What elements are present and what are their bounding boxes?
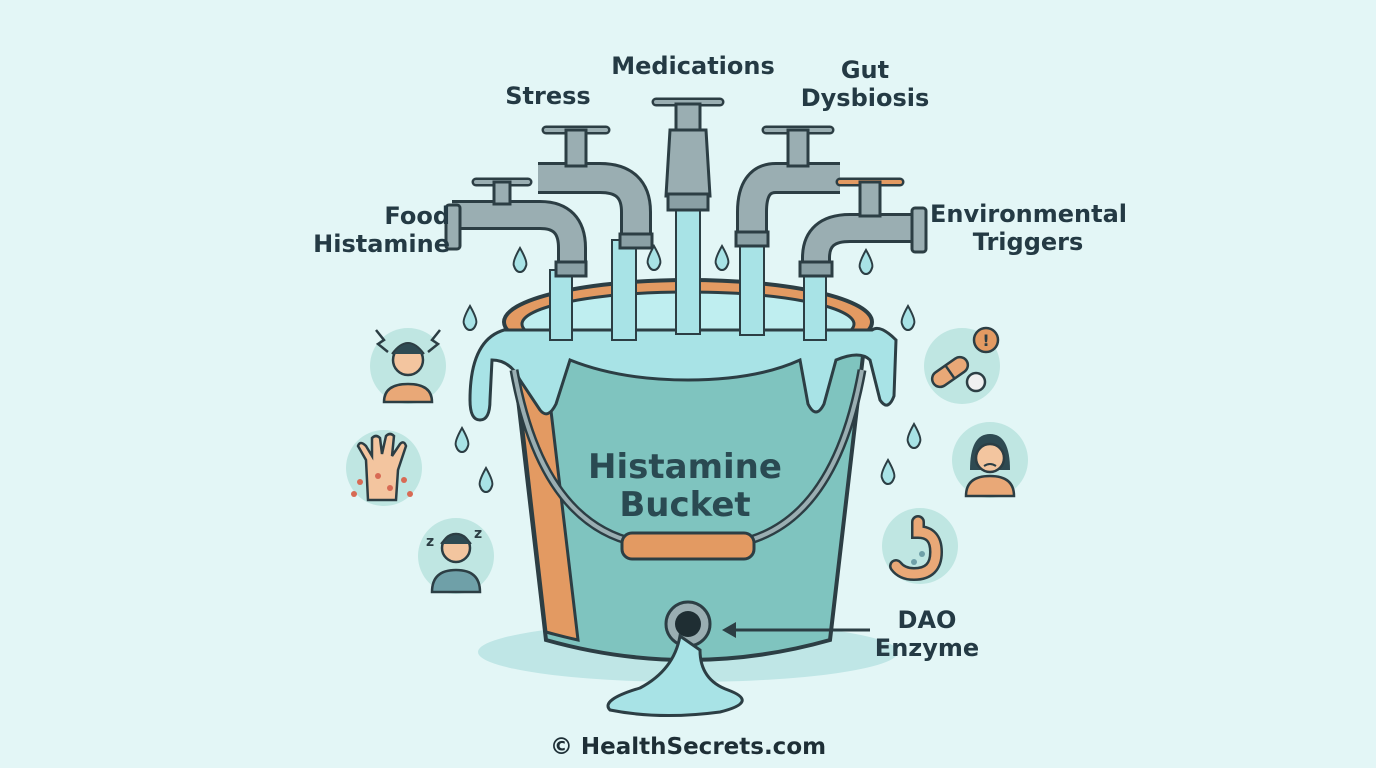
sad-face-icon bbox=[952, 422, 1028, 498]
faucet-food bbox=[444, 177, 588, 278]
dao-arrow bbox=[722, 622, 870, 638]
label-line: Stress bbox=[505, 82, 591, 110]
bucket-title-line: Bucket bbox=[619, 485, 751, 525]
source-label-stress: Stress bbox=[500, 82, 596, 110]
bucket-handle-grip bbox=[620, 531, 756, 561]
faucet-stress bbox=[538, 125, 654, 250]
outflow-label-dao-enzyme: DAO Enzyme bbox=[862, 606, 992, 662]
svg-text:z: z bbox=[474, 526, 482, 542]
source-label-gut-dysbiosis: Gut Dysbiosis bbox=[800, 56, 930, 112]
water-streams bbox=[549, 209, 827, 341]
source-label-medications: Medications bbox=[610, 52, 776, 80]
svg-text:z: z bbox=[426, 534, 434, 550]
label-line: Histamine bbox=[313, 230, 450, 258]
label-line: Dysbiosis bbox=[800, 84, 930, 112]
label-line: Food bbox=[384, 202, 450, 230]
histamine-bucket bbox=[468, 278, 898, 718]
label-line: Environmental bbox=[930, 200, 1128, 228]
label-line: Enzyme bbox=[874, 634, 980, 662]
headache-face-icon bbox=[370, 328, 446, 404]
draining-water bbox=[606, 633, 744, 718]
bucket-title-line: Histamine bbox=[588, 447, 782, 487]
label-line: DAO bbox=[897, 606, 957, 634]
label-line: Gut bbox=[840, 56, 890, 84]
bucket-title: Histamine Bucket bbox=[560, 448, 810, 524]
skin-rash-hand-icon bbox=[346, 430, 422, 506]
source-label-food-histamine: Food Histamine bbox=[300, 202, 450, 258]
fatigue-sleep-icon: z z bbox=[418, 518, 494, 594]
svg-text:!: ! bbox=[982, 331, 989, 350]
source-label-environmental-triggers: Environmental Triggers bbox=[930, 200, 1128, 256]
copyright-footer: © HealthSecrets.com bbox=[549, 734, 827, 760]
stomach-icon bbox=[882, 508, 958, 584]
faucet-medications bbox=[651, 97, 725, 212]
faucet-gut bbox=[734, 125, 840, 248]
faucet-environmental bbox=[798, 177, 928, 278]
label-line: Triggers bbox=[972, 228, 1084, 256]
pills-warning-icon: ! bbox=[924, 326, 1000, 404]
overflow-water bbox=[468, 326, 898, 422]
label-line: Medications bbox=[611, 52, 775, 80]
